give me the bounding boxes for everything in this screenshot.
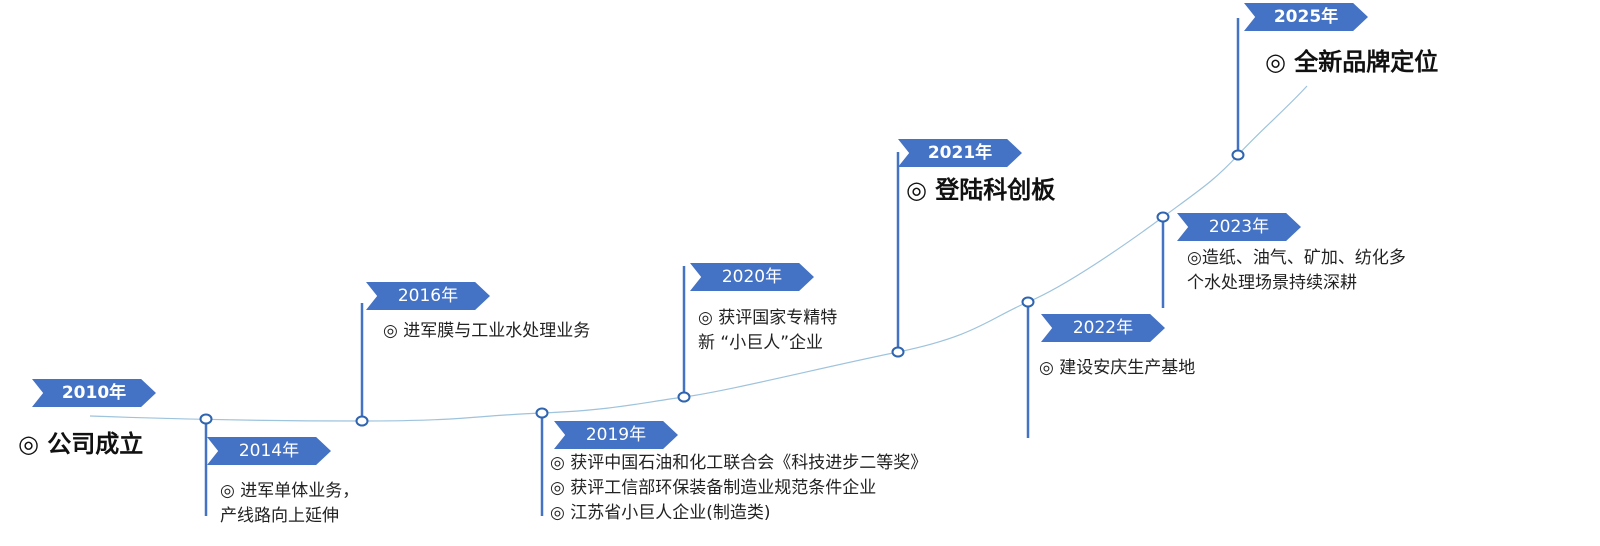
year-flag-2022: 2022年 xyxy=(1041,314,1165,342)
year-flag-2010: 2010年 xyxy=(32,379,156,407)
milestone-line: ◎ 获评中国石油和化工联合会《科技进步二等奖》 xyxy=(550,453,928,473)
milestone-line: ◎ 获评工信部环保装备制造业规范条件企业 xyxy=(550,478,877,498)
milestone-line: ◎ 获评国家专精特 xyxy=(698,308,838,328)
node-2020 xyxy=(677,391,691,403)
node-2019 xyxy=(535,407,549,419)
milestone-line: 产线路向上延伸 xyxy=(220,506,339,526)
node-2021 xyxy=(891,346,905,358)
node-2025 xyxy=(1231,149,1245,161)
milestone-line: ◎造纸、油气、矿加、纺化多 xyxy=(1187,248,1406,268)
milestone-text-2016: ◎ 进军膜与工业水处理业务 xyxy=(383,319,590,344)
node-2023 xyxy=(1156,211,1170,223)
milestone-line: 个水处理场景持续深耕 xyxy=(1187,273,1357,293)
year-flag-2021: 2021年 xyxy=(898,139,1022,167)
milestone-line: ◎ 登陆科创板 xyxy=(906,176,1056,204)
milestone-text-2014: ◎ 进军单体业务， 产线路向上延伸 xyxy=(220,479,359,529)
year-flag-2019: 2019年 xyxy=(554,421,678,449)
milestone-line: ◎ 进军膜与工业水处理业务 xyxy=(383,321,591,341)
node-2022 xyxy=(1021,296,1035,308)
milestone-line: ◎ 江苏省小巨人企业(制造类) xyxy=(550,503,771,523)
year-flag-2014: 2014年 xyxy=(207,437,331,465)
milestone-text-2020: ◎ 获评国家专精特 新 “小巨人”企业 xyxy=(698,306,837,356)
year-flag-2020: 2020年 xyxy=(690,263,814,291)
year-flag-2023: 2023年 xyxy=(1177,213,1301,241)
milestone-line: 新 “小巨人”企业 xyxy=(698,333,824,353)
node-2014 xyxy=(199,413,213,425)
milestone-line: ◎ 全新品牌定位 xyxy=(1265,48,1439,76)
milestone-text-2010: ◎ 公司成立 xyxy=(18,428,143,460)
milestone-text-2025: ◎ 全新品牌定位 xyxy=(1265,46,1438,78)
milestone-line: ◎ 建设安庆生产基地 xyxy=(1039,358,1196,378)
milestone-text-2022: ◎ 建设安庆生产基地 xyxy=(1039,356,1195,381)
milestone-text-2023: ◎造纸、油气、矿加、纺化多 个水处理场景持续深耕 xyxy=(1187,246,1406,296)
year-flag-2016: 2016年 xyxy=(366,282,490,310)
milestone-text-2019: ◎ 获评中国石油和化工联合会《科技进步二等奖》 ◎ 获评工信部环保装备制造业规范… xyxy=(550,451,927,526)
milestone-line: ◎ 公司成立 xyxy=(18,430,144,458)
milestone-line: ◎ 进军单体业务， xyxy=(220,481,360,501)
year-flag-2025: 2025年 xyxy=(1244,3,1368,31)
node-2016 xyxy=(355,415,369,427)
milestone-text-2021: ◎ 登陆科创板 xyxy=(906,174,1055,206)
